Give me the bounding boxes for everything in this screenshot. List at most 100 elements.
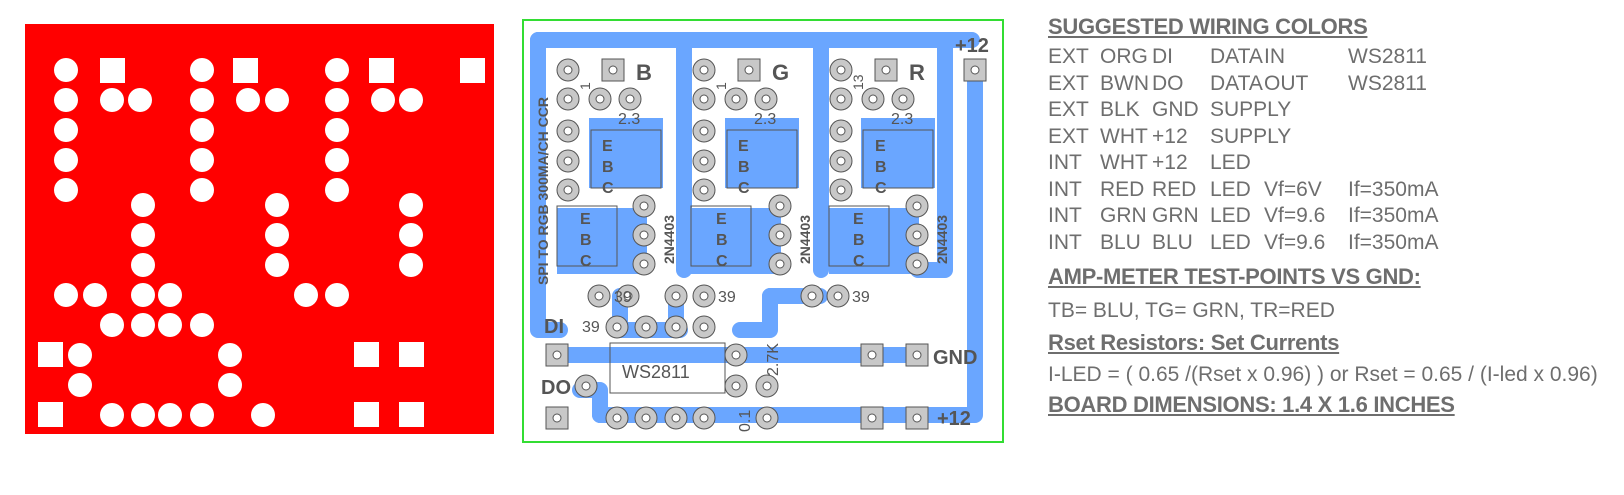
wiring-cell: GND (1152, 98, 1199, 121)
square-pad (545, 343, 569, 367)
wiring-cell: If=350mA (1348, 177, 1439, 201)
square-pad (860, 343, 884, 367)
wiring-cell: SUPPLY (1210, 98, 1292, 121)
plate-hole (236, 88, 260, 112)
plate-hole (131, 313, 155, 337)
round-pad (692, 284, 716, 308)
wiring-cell: Vf=9.6 (1264, 230, 1326, 254)
transistor-pin-label: B (716, 232, 728, 249)
transistor-pin-label: E (602, 138, 613, 155)
transistor-pin-label: B (602, 159, 614, 176)
square-pad (601, 58, 625, 82)
plate-square-pad (354, 342, 379, 367)
wiring-cell: WS2811 (1348, 71, 1427, 95)
plate-hole (83, 283, 107, 307)
plate-hole (131, 283, 155, 307)
round-pad (574, 374, 598, 398)
round-pad (905, 252, 929, 276)
round-pad (556, 149, 580, 173)
round-pad (724, 374, 748, 398)
wiring-cell: EXT (1048, 45, 1089, 68)
round-pad (829, 149, 853, 173)
plate-hole (54, 148, 78, 172)
wiring-cell: EXT (1048, 98, 1089, 121)
component-outlines (556, 129, 934, 394)
plate-hole (265, 223, 289, 247)
resistor-39-label: 39 (614, 289, 632, 306)
round-pad (829, 119, 853, 143)
plate-hole (54, 88, 78, 112)
resistor-label: 2.3 (891, 111, 913, 128)
transistor-pin-label: B (853, 232, 865, 249)
plate-hole (325, 283, 349, 307)
plate-hole (251, 403, 275, 427)
round-pad (664, 406, 688, 430)
wiring-cell: EXT (1048, 71, 1089, 95)
round-pad (905, 194, 929, 218)
round-pad (755, 406, 779, 430)
round-pad (692, 178, 716, 202)
wiring-cell: DATA (1210, 71, 1263, 95)
wiring-cell: INT (1048, 204, 1082, 227)
plus12-bottom-label: +12 (937, 408, 971, 430)
wiring-cell (1348, 97, 1468, 124)
plate-hole (399, 193, 423, 217)
resistor-39-label: 39 (582, 319, 600, 336)
transistor-pin-label: C (602, 180, 614, 197)
round-pad (556, 119, 580, 143)
amp-text: TB= BLU, TG= GRN, TR=RED (1048, 299, 1335, 322)
ic-label: WS2811 (622, 362, 690, 382)
plate-hole (68, 373, 92, 397)
plate-hole (131, 253, 155, 277)
wiring-cell: BLU (1100, 230, 1141, 254)
round-pad (768, 194, 792, 218)
round-pad (556, 87, 580, 111)
transistor-part-label: 2N4403 (797, 215, 813, 264)
round-pad (632, 194, 656, 218)
resistor-label: 2.3 (754, 111, 776, 128)
plate-hole (190, 118, 214, 142)
wiring-cell (1348, 124, 1468, 151)
gnd-label: GND (933, 347, 977, 369)
plate-square-pad (38, 402, 63, 427)
round-pad (692, 149, 716, 173)
plate-hole (54, 178, 78, 202)
plate-hole (190, 148, 214, 172)
resistor-2k7-label: 2.7K (765, 343, 782, 376)
wiring-cell: SUPPLY (1210, 124, 1292, 148)
channel-label: G (772, 60, 789, 85)
wiring-cell: DATA (1210, 45, 1263, 68)
square-pad (905, 406, 929, 430)
capacitor-label: 0.1 (737, 410, 754, 432)
plate-hole (54, 58, 78, 82)
rset-text: I-LED = ( 0.65 /(Rset x 0.96) ) or Rset … (1048, 363, 1598, 386)
plate-hole (100, 403, 124, 427)
transistor-pin-label: B (580, 232, 592, 249)
round-pad (587, 284, 611, 308)
wiring-cell: If=350mA (1348, 230, 1439, 254)
round-pad (800, 284, 824, 308)
transistor-pin-label: C (853, 253, 865, 270)
transistor-part-label: 2N4403 (661, 215, 677, 264)
wiring-cell: LED (1210, 204, 1251, 227)
plate-hole (54, 118, 78, 142)
do-label: DO (541, 377, 571, 399)
di-label: DI (544, 316, 564, 338)
plate-hole (265, 88, 289, 112)
plate-hole (325, 118, 349, 142)
plate-square-pad (460, 58, 485, 83)
plus12-top-label: +12 (955, 35, 989, 57)
wiring-cell: If=350mA (1348, 204, 1439, 227)
wiring-cell: WHT (1100, 124, 1148, 148)
square-pad (905, 343, 929, 367)
plate-hole (100, 313, 124, 337)
transistor-pin-label: E (738, 138, 749, 155)
round-pad (664, 315, 688, 339)
plate-hole (325, 178, 349, 202)
